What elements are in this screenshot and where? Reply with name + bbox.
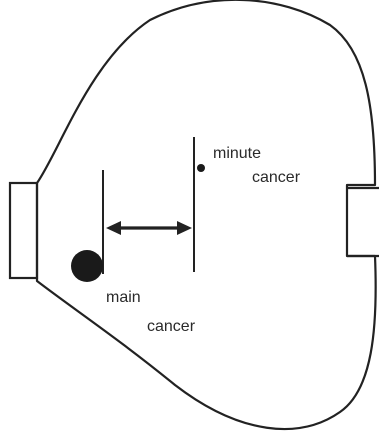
main-cancer-label-line2: cancer (147, 318, 196, 335)
main-cancer-label-line1: main (106, 289, 141, 306)
minute-cancer-label-line2: cancer (252, 169, 301, 186)
minute-cancer-lesion (197, 164, 205, 172)
distance-arrow-head-left (106, 221, 121, 235)
main-cancer-lesion (71, 250, 103, 282)
organ-outline (37, 0, 376, 429)
distance-arrow-head-right (177, 221, 192, 235)
right-stump (347, 188, 379, 256)
minute-cancer-label-line1: minute (213, 145, 261, 162)
left-stump (10, 183, 37, 278)
